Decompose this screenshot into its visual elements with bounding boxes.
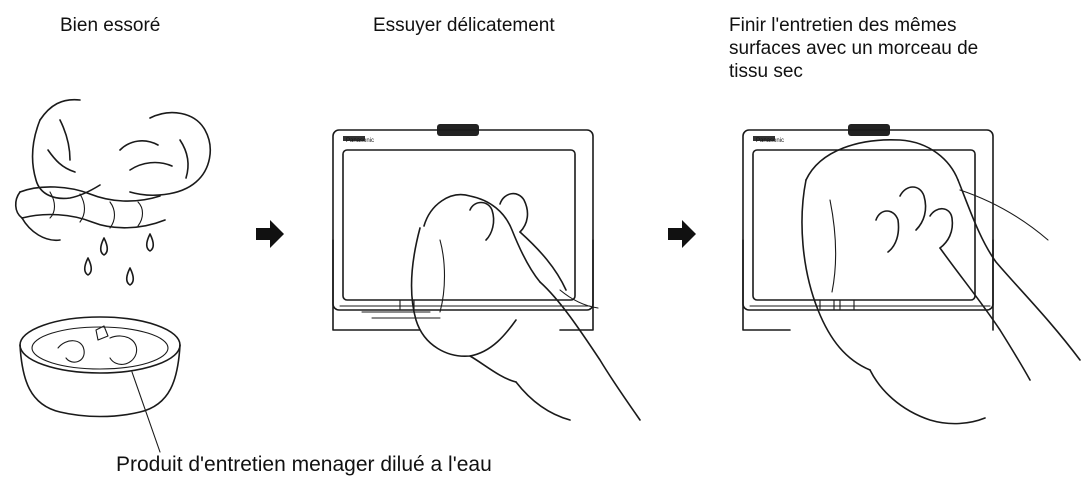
step3-caption: Finir l'entretien des mêmes surfaces ave… <box>729 15 979 82</box>
water-drops <box>83 233 155 286</box>
hand-with-cloth-step3 <box>801 139 1081 425</box>
monitor-step3 <box>742 124 994 331</box>
detergent-leader-line <box>131 371 161 453</box>
step1-caption: Bien essoré <box>60 15 161 36</box>
step2-caption: Essuyer délicatement <box>373 15 555 36</box>
detergent-caption: Produit d'entretien menager dilué a l'ea… <box>116 453 492 476</box>
right-arrow-icon <box>668 220 696 248</box>
monitor-step2 <box>332 124 594 331</box>
bowl-illustration <box>19 316 181 453</box>
brand-label-step3: Panasonic <box>756 138 784 144</box>
brand-label-step2: Panasonic <box>346 138 374 144</box>
right-arrow-icon <box>256 220 284 248</box>
wringing-hands-illustration <box>14 98 212 242</box>
hand-with-cloth-step2 <box>410 192 641 421</box>
